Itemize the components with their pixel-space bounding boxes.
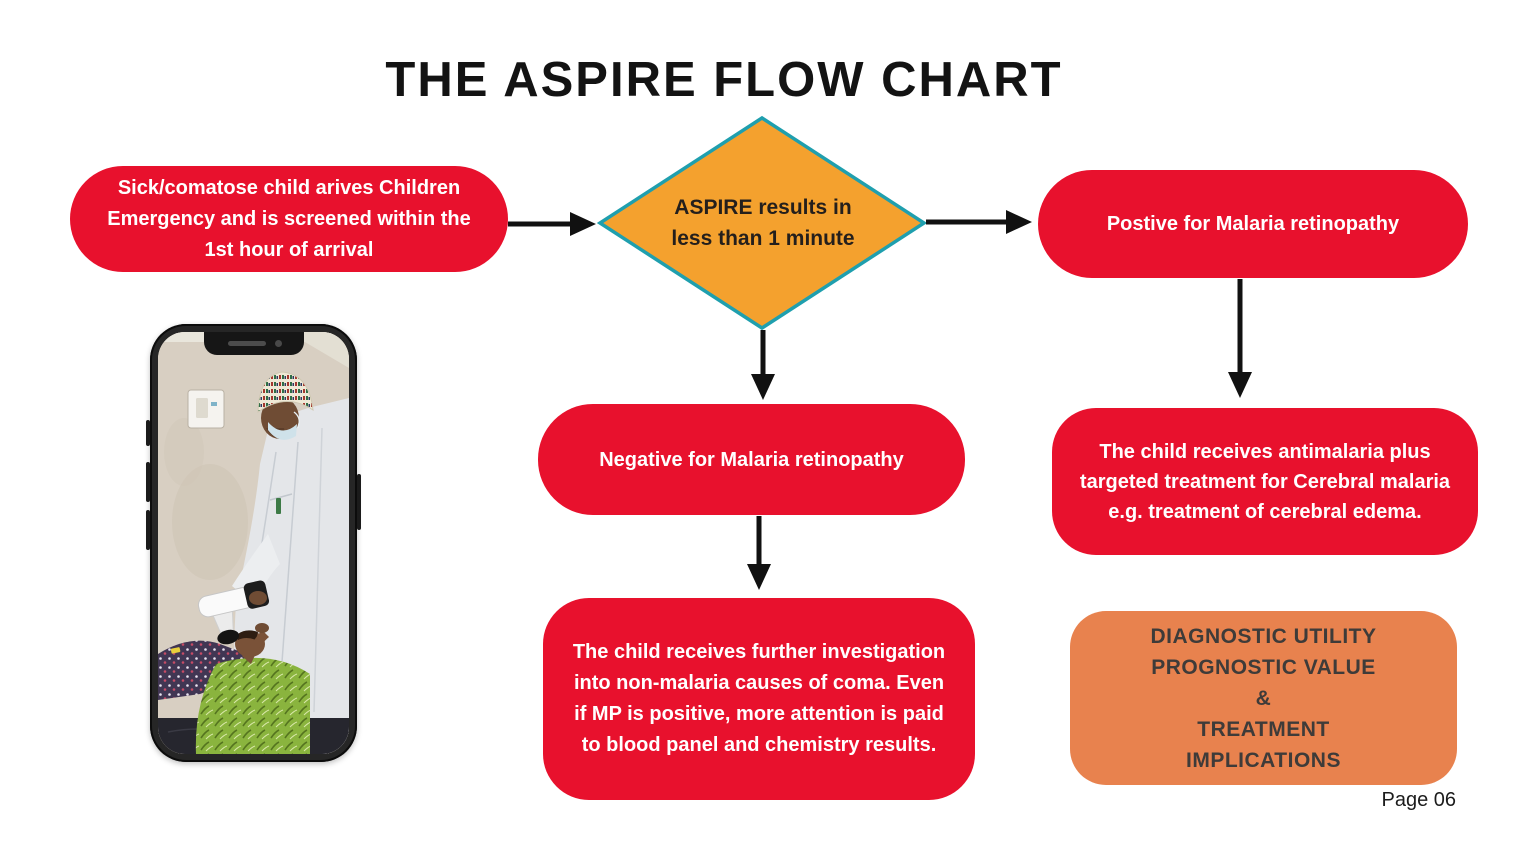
phone-mockup — [146, 324, 361, 762]
arrow-negative-to-followup — [747, 516, 771, 590]
node-negative-followup-label: The child receives further investigation… — [572, 641, 946, 756]
phone-power-button — [357, 474, 361, 530]
phone-notch — [203, 332, 304, 355]
node-positive-label: Postive for Malaria retinopathy — [1106, 213, 1400, 235]
phone-volume-down-button — [146, 510, 150, 550]
decision-diamond — [596, 115, 928, 331]
arrow-decision-to-negative — [751, 330, 775, 400]
phone-screen — [158, 332, 349, 754]
page-title: THE ASPIRE FLOW CHART — [385, 53, 1063, 107]
phone-volume-up-button — [146, 462, 150, 502]
arrow-decision-to-positive — [926, 210, 1032, 234]
node-start: Sick/comatose child arives Children Emer… — [70, 166, 508, 272]
node-summary-label: DIAGNOSTIC UTILITY PROGNOSTIC VALUE & TR… — [1150, 624, 1377, 772]
node-positive-treatment-label: The child receives antimalaria plus targ… — [1079, 440, 1451, 523]
node-start-label: Sick/comatose child arives Children Emer… — [107, 176, 471, 261]
clinical-photo-illustration — [158, 332, 349, 754]
arrow-positive-to-treatment — [1228, 279, 1252, 398]
node-negative-label: Negative for Malaria retinopathy — [599, 448, 904, 471]
node-positive-treatment: The child receives antimalaria plus targ… — [1052, 408, 1478, 555]
node-negative: Negative for Malaria retinopathy — [538, 404, 965, 515]
phone-camera-dot — [274, 340, 282, 347]
node-summary-callout: DIAGNOSTIC UTILITY PROGNOSTIC VALUE & TR… — [1070, 611, 1457, 785]
node-positive: Postive for Malaria retinopathy — [1038, 170, 1468, 278]
phone-mute-switch — [146, 420, 150, 446]
node-negative-followup: The child receives further investigation… — [543, 598, 975, 800]
phone-speaker-slot — [227, 341, 266, 346]
page-number: Page 06 — [1381, 789, 1456, 811]
node-decision-label: ASPIRE results in less than 1 minute — [671, 196, 855, 250]
arrow-start-to-decision — [508, 212, 596, 236]
